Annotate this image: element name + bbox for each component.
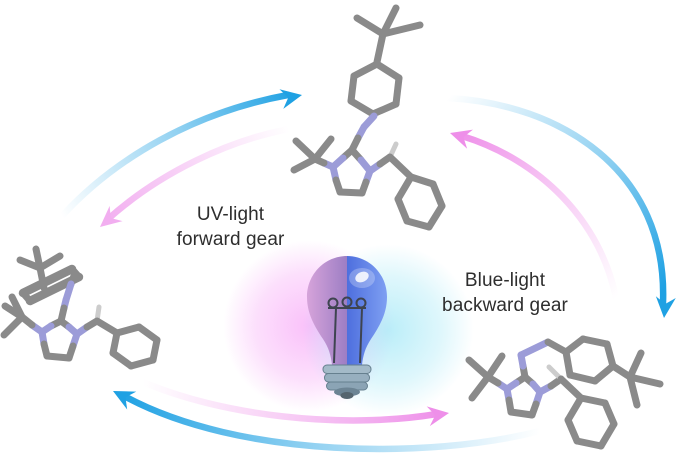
uv-label-line1: UV-light bbox=[196, 204, 265, 225]
uv-forward-arrow-icon bbox=[100, 125, 620, 427]
uv-arrowhead-top-right bbox=[450, 129, 474, 149]
blue-arrowhead-top-right bbox=[655, 296, 676, 318]
molecule-left bbox=[0, 245, 161, 370]
uv-forward-gear-label: UV-light forward gear bbox=[138, 202, 323, 252]
uv-arrowhead-bottom bbox=[426, 406, 449, 427]
blue-arrowhead-bottom bbox=[113, 391, 137, 410]
bulb-highlight bbox=[355, 271, 369, 283]
bulb-glass-right-half bbox=[347, 256, 387, 365]
uv-arrow-top-right bbox=[458, 132, 620, 302]
blue-arrowhead-top-left bbox=[279, 89, 302, 109]
blue-label-line1: Blue-light bbox=[464, 270, 546, 291]
molecule-top bbox=[290, 4, 446, 231]
blue-backward-gear-label: Blue-light backward gear bbox=[400, 268, 610, 318]
blue-backward-arrow-icon bbox=[58, 89, 676, 453]
uv-arrowhead-top-left bbox=[100, 205, 123, 227]
light-bulb-icon bbox=[307, 256, 387, 399]
bulb-glass-left-half bbox=[307, 256, 347, 365]
uv-arrow-top-left bbox=[103, 125, 293, 224]
uv-arrow-bottom bbox=[139, 378, 441, 424]
blue-arrow-top-left bbox=[58, 91, 292, 220]
bulb-screw-base bbox=[322, 364, 372, 399]
bulb-filament bbox=[327, 296, 367, 364]
blue-label-line2: backward gear bbox=[442, 295, 568, 316]
blue-arrow-bottom bbox=[120, 392, 544, 453]
blue-arrow-top-right bbox=[444, 94, 667, 307]
molecule-bottom-right bbox=[465, 335, 664, 450]
uv-label-line2: forward gear bbox=[176, 229, 285, 250]
